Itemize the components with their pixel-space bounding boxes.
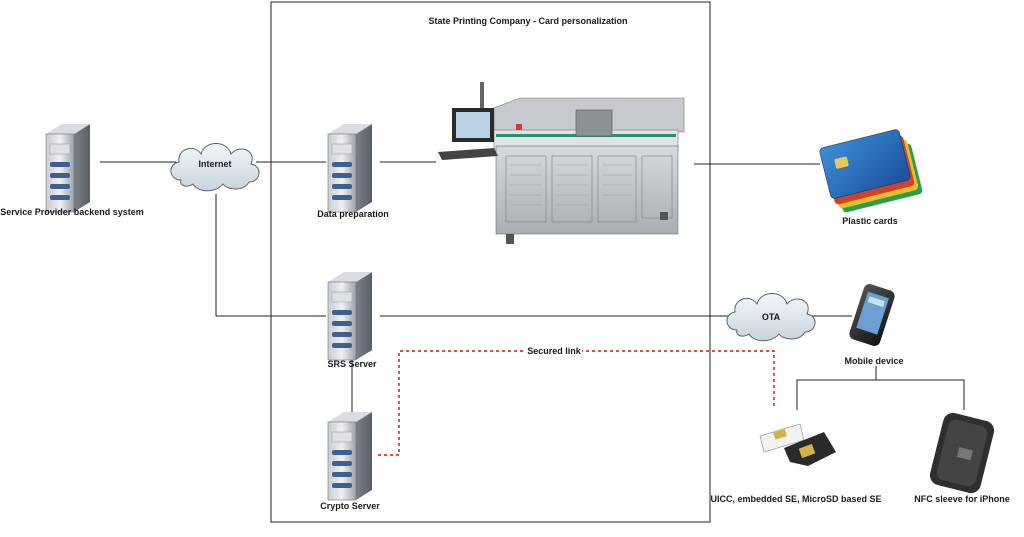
- mobile-device-icon: [849, 284, 895, 346]
- data-preparation-server-icon: [327, 123, 373, 213]
- secured-link-line: [378, 350, 775, 456]
- label-plastic-cards: Plastic cards: [842, 216, 898, 226]
- label-ota: OTA: [762, 312, 781, 322]
- edge-mobile-branches: [796, 379, 965, 410]
- label-service-provider-backend: Service Provider backend system: [0, 207, 144, 217]
- secured-link-label-bg: [526, 345, 582, 357]
- label-secured-link: Secured link: [527, 346, 582, 356]
- edge-internet-srs: [215, 194, 326, 317]
- crypto-server-icon: [327, 411, 373, 501]
- label-data-preparation: Data preparation: [317, 209, 389, 219]
- card-personalization-machine-icon: [438, 82, 685, 244]
- srs-server-icon: [327, 271, 373, 361]
- label-internet: Internet: [198, 159, 231, 169]
- plastic-cards-icon: [819, 129, 923, 213]
- service-provider-server-icon: [45, 123, 91, 213]
- label-secure-elements: UICC, embedded SE, MicroSD based SE: [710, 494, 881, 504]
- diagram-title: State Printing Company - Card personaliz…: [428, 16, 627, 26]
- label-nfc-sleeve: NFC sleeve for iPhone: [914, 494, 1010, 504]
- sim-cards-icon: [759, 423, 836, 466]
- connection-lines: [100, 161, 965, 416]
- label-mobile-device: Mobile device: [844, 356, 903, 366]
- label-crypto-server: Crypto Server: [320, 501, 380, 511]
- card-personalization-boundary: [270, 1, 711, 523]
- nfc-sleeve-icon: [929, 412, 995, 494]
- label-srs-server: SRS Server: [327, 359, 377, 369]
